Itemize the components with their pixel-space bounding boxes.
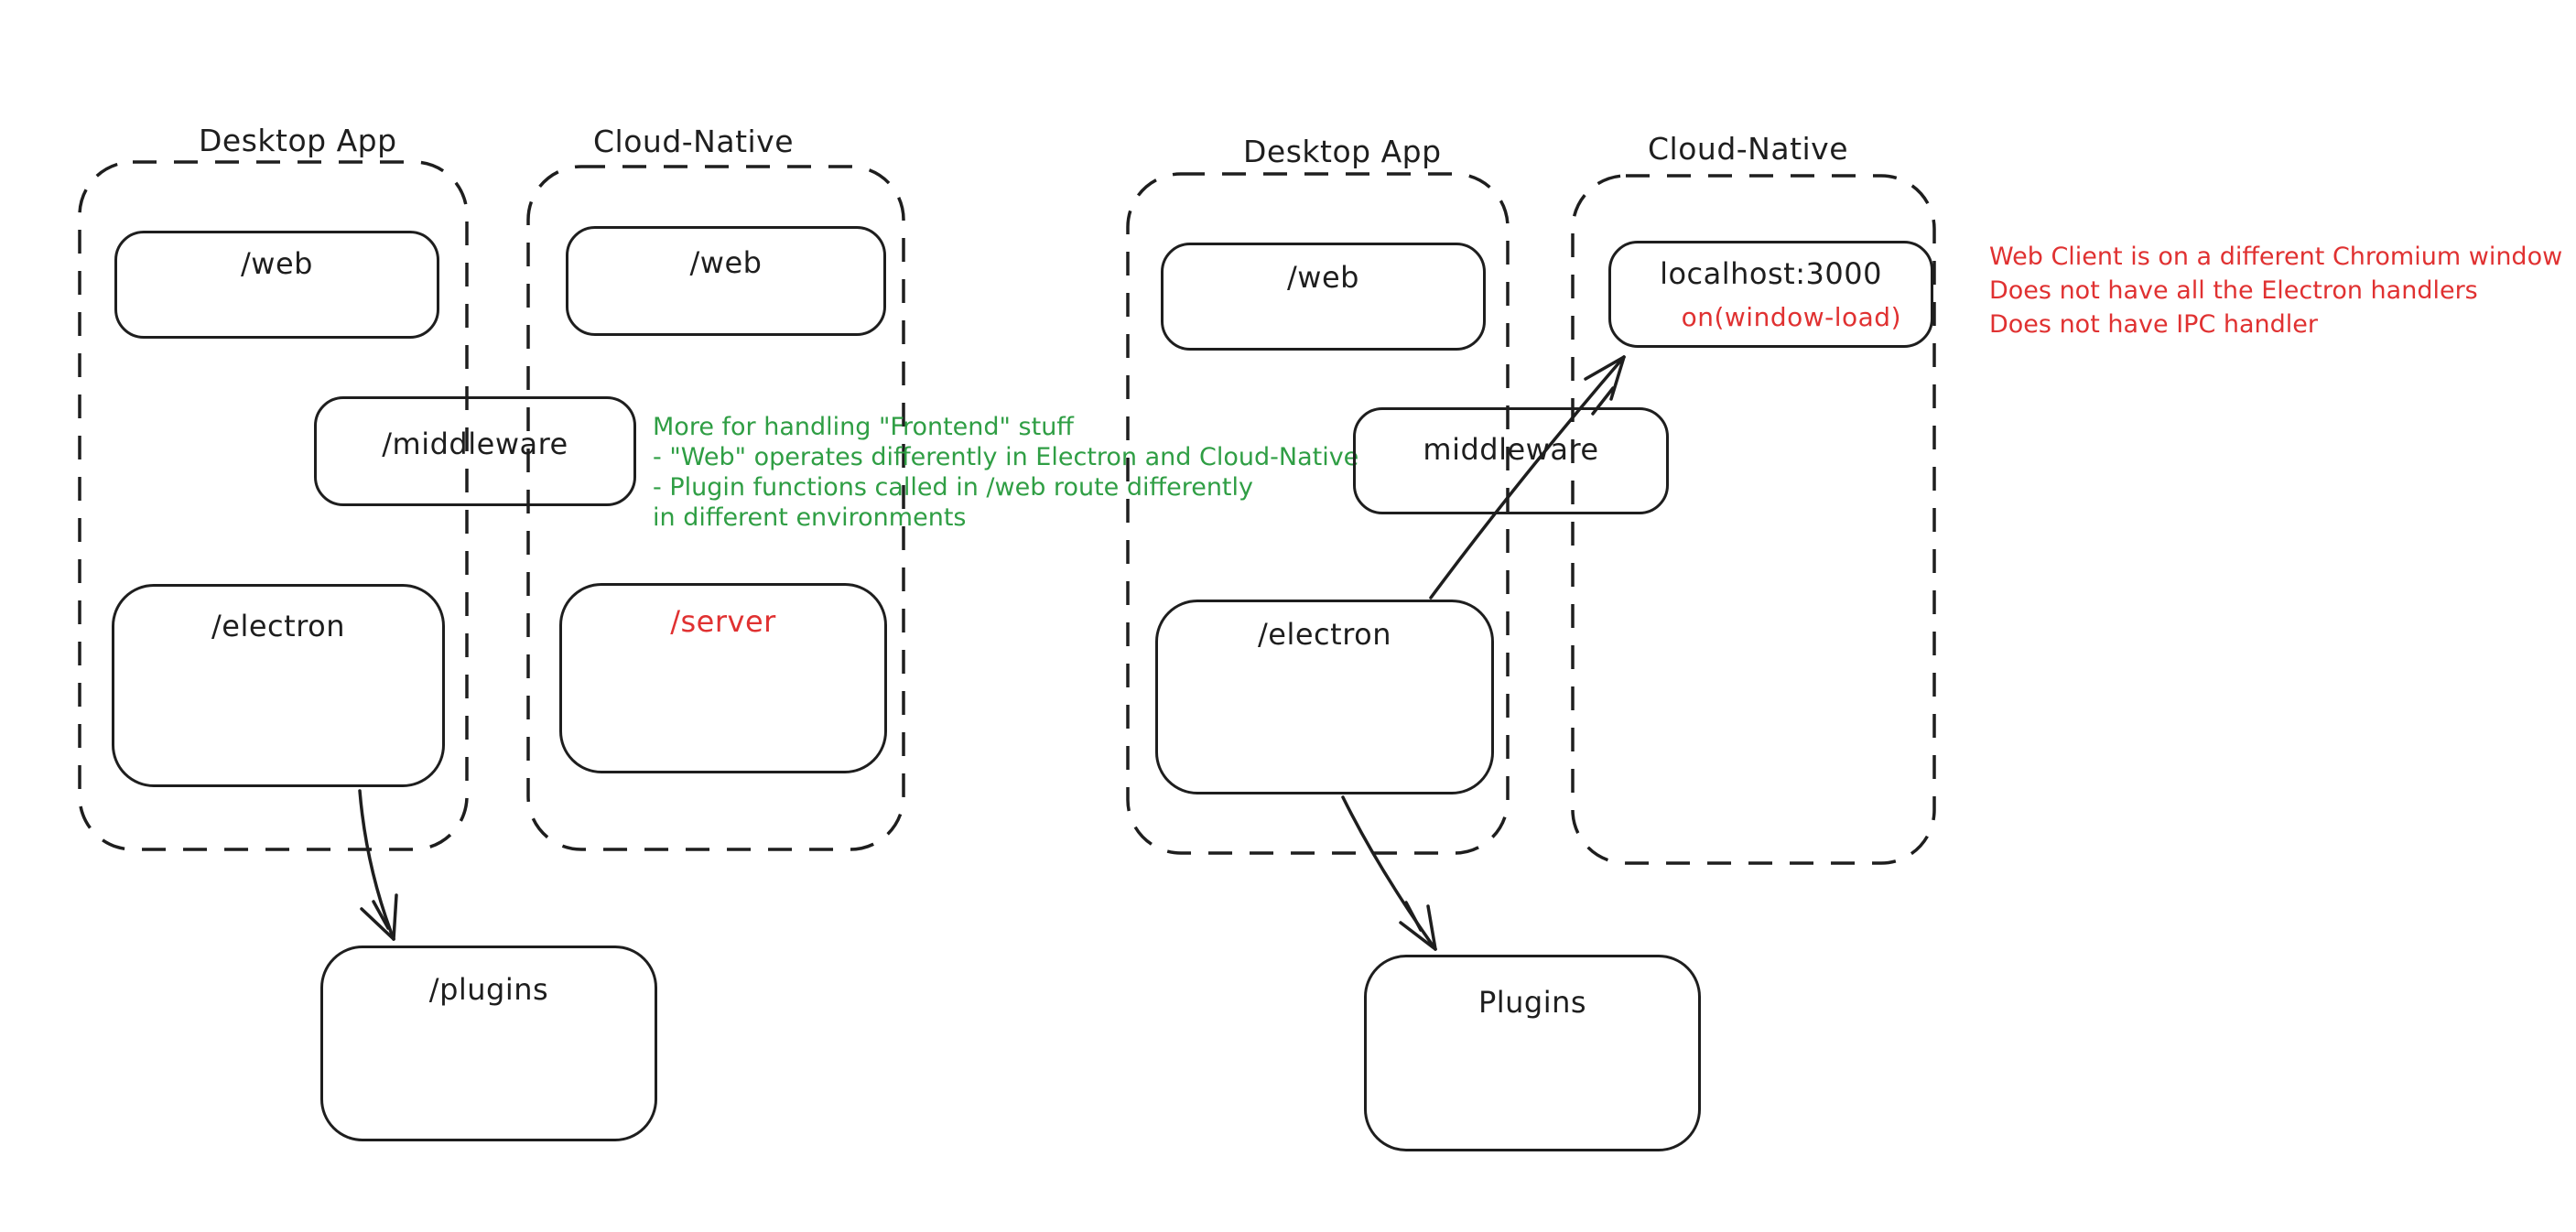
on-window-load-label: on(window-load) <box>1681 302 1901 332</box>
right-web-desktop-box[interactable]: /web <box>1161 243 1486 351</box>
red-annotation-line: Does not have IPC handler <box>1989 310 2319 339</box>
right-plugins-label: Plugins <box>1477 985 1587 1020</box>
left-server-label: /server <box>670 604 776 639</box>
left-cloud-native-label[interactable]: Cloud-Native <box>593 124 795 159</box>
left-electron-box[interactable]: /electron <box>112 584 445 787</box>
green-annotation[interactable]: More for handling "Frontend" stuff - "We… <box>653 412 1358 533</box>
left-desktop-app-container[interactable] <box>78 160 469 851</box>
localhost-3000-box[interactable]: localhost:3000 on(window-load) <box>1608 241 1933 348</box>
left-desktop-app-label[interactable]: Desktop App <box>199 123 397 158</box>
left-web-cloud-label: /web <box>689 245 763 280</box>
left-plugins-label: /plugins <box>428 972 549 1007</box>
right-cloud-native-container[interactable] <box>1571 174 1936 865</box>
green-annotation-line: in different environments <box>653 503 967 532</box>
left-web-cloud-box[interactable]: /web <box>566 226 886 336</box>
green-annotation-line: - Plugin functions called in /web route … <box>653 473 1254 502</box>
green-annotation-line: - "Web" operates differently in Electron… <box>653 443 1359 471</box>
left-web-desktop-box[interactable]: /web <box>114 231 439 339</box>
right-electron-box[interactable]: /electron <box>1155 600 1494 794</box>
left-middleware-box[interactable]: /middleware <box>314 396 636 506</box>
right-middleware-box[interactable]: middleware <box>1353 407 1669 514</box>
left-electron-label: /electron <box>211 609 345 643</box>
right-cloud-native-label[interactable]: Cloud-Native <box>1648 131 1849 167</box>
left-cloud-native-container[interactable] <box>526 165 905 851</box>
arrow-electron-to-plugins-left[interactable] <box>358 789 398 941</box>
right-electron-label: /electron <box>1258 617 1391 652</box>
right-plugins-box[interactable]: Plugins <box>1364 955 1701 1151</box>
left-server-box[interactable]: /server <box>559 583 887 773</box>
arrow-electron-to-plugins-right[interactable] <box>1341 795 1437 951</box>
right-middleware-label: middleware <box>1423 432 1599 467</box>
localhost-3000-label: localhost:3000 <box>1660 256 1882 291</box>
red-annotation[interactable]: Web Client is on a different Chromium wi… <box>1989 240 2562 341</box>
arrow-electron-to-localhost[interactable] <box>1429 355 1626 600</box>
right-desktop-app-label[interactable]: Desktop App <box>1243 134 1442 169</box>
green-annotation-line: More for handling "Frontend" stuff <box>653 413 1074 441</box>
right-web-desktop-label: /web <box>1287 260 1359 295</box>
left-middleware-label: /middleware <box>382 427 568 461</box>
left-plugins-box[interactable]: /plugins <box>320 946 657 1141</box>
red-annotation-line: Web Client is on a different Chromium wi… <box>1989 243 2563 271</box>
right-desktop-app-container[interactable] <box>1126 172 1510 855</box>
red-annotation-line: Does not have all the Electron handlers <box>1989 276 2478 305</box>
left-web-desktop-label: /web <box>241 246 313 281</box>
